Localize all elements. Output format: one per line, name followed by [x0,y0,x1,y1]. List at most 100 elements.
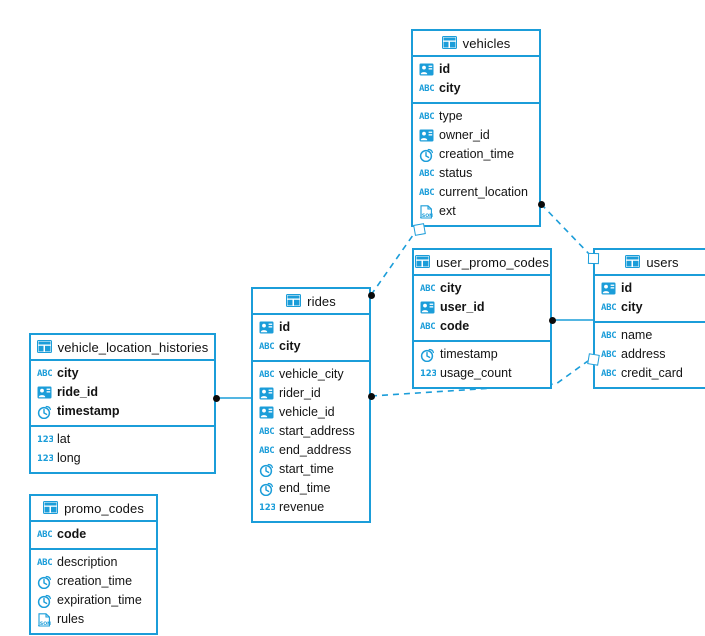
svg-text:ABC: ABC [37,558,52,567]
relationship-target-crows-foot [587,252,599,264]
primary-key-row[interactable]: ABC city [414,279,550,298]
123-icon: 123 [420,367,436,381]
field-name: credit_card [621,366,683,381]
field-row[interactable]: ABC start_address [253,422,369,441]
primary-key-row[interactable]: user_id [414,298,550,317]
field-row[interactable]: ABC type [413,107,539,126]
field-name: city [440,281,462,296]
field-row[interactable]: ABC credit_card [595,364,705,383]
table-header[interactable]: user_promo_codes [414,250,550,276]
field-name: vehicle_id [279,405,335,420]
id-card-icon [419,63,434,77]
abc-icon: ABC [420,282,436,296]
relationship-target-crows-foot [586,352,600,366]
abc-icon: ABC [419,167,435,181]
svg-text:JSON: JSON [419,213,433,219]
field-name: id [621,281,633,296]
field-name: timestamp [57,404,120,419]
field-name: rider_id [279,386,321,401]
123-icon: 123 [259,501,275,515]
id-card-icon [259,387,274,401]
abc-icon: ABC [259,368,275,382]
field-name: address [621,347,666,362]
table-header[interactable]: promo_codes [31,496,156,522]
abc-icon: ABC [419,82,435,96]
svg-text:ABC: ABC [601,369,616,378]
table-header[interactable]: vehicle_location_histories [31,335,214,361]
abc-icon: ABC [37,367,53,381]
field-name: city [279,339,301,354]
relationship-line-rides-to-vehicles[interactable] [370,227,419,296]
field-name: lat [57,432,71,447]
field-name: code [57,527,87,542]
field-row[interactable]: expiration_time [31,591,156,610]
field-name: user_id [440,300,485,315]
field-name: type [439,109,463,124]
svg-text:ABC: ABC [420,284,435,293]
field-row[interactable]: timestamp [414,345,550,364]
primary-key-row[interactable]: ride_id [31,383,214,402]
table-header[interactable]: rides [253,289,369,315]
field-row[interactable]: end_time [253,479,369,498]
field-row[interactable]: rider_id [253,384,369,403]
field-row[interactable]: ABC address [595,345,705,364]
primary-key-row[interactable]: id [253,318,369,337]
id-card-icon [259,321,274,335]
field-name: owner_id [439,128,490,143]
table-name: users [646,254,679,270]
field-name: ride_id [57,385,98,400]
field-row[interactable]: start_time [253,460,369,479]
primary-key-row[interactable]: ABC code [31,525,156,544]
table-name: rides [307,293,336,309]
field-row[interactable]: creation_time [413,145,539,164]
clock-icon [37,575,52,589]
svg-text:JSON: JSON [37,621,51,627]
field-name: id [279,320,291,335]
abc-icon: ABC [259,425,275,439]
field-name: creation_time [57,574,133,589]
field-row[interactable]: creation_time [31,572,156,591]
abc-icon: ABC [601,301,617,315]
table-header[interactable]: users [595,250,705,276]
svg-text:ABC: ABC [601,350,616,359]
primary-key-row[interactable]: id [413,60,539,79]
primary-key-row[interactable]: id [595,279,705,298]
field-name: start_address [279,424,355,439]
table-name: vehicles [462,35,511,51]
field-row[interactable]: vehicle_id [253,403,369,422]
primary-key-row[interactable]: timestamp [31,402,214,421]
svg-text:ABC: ABC [259,370,274,379]
table-header[interactable]: vehicles [413,31,539,57]
svg-text:ABC: ABC [37,530,52,539]
relationship-target-crows-foot [412,222,426,236]
field-row[interactable]: owner_id [413,126,539,145]
abc-icon: ABC [419,110,435,124]
